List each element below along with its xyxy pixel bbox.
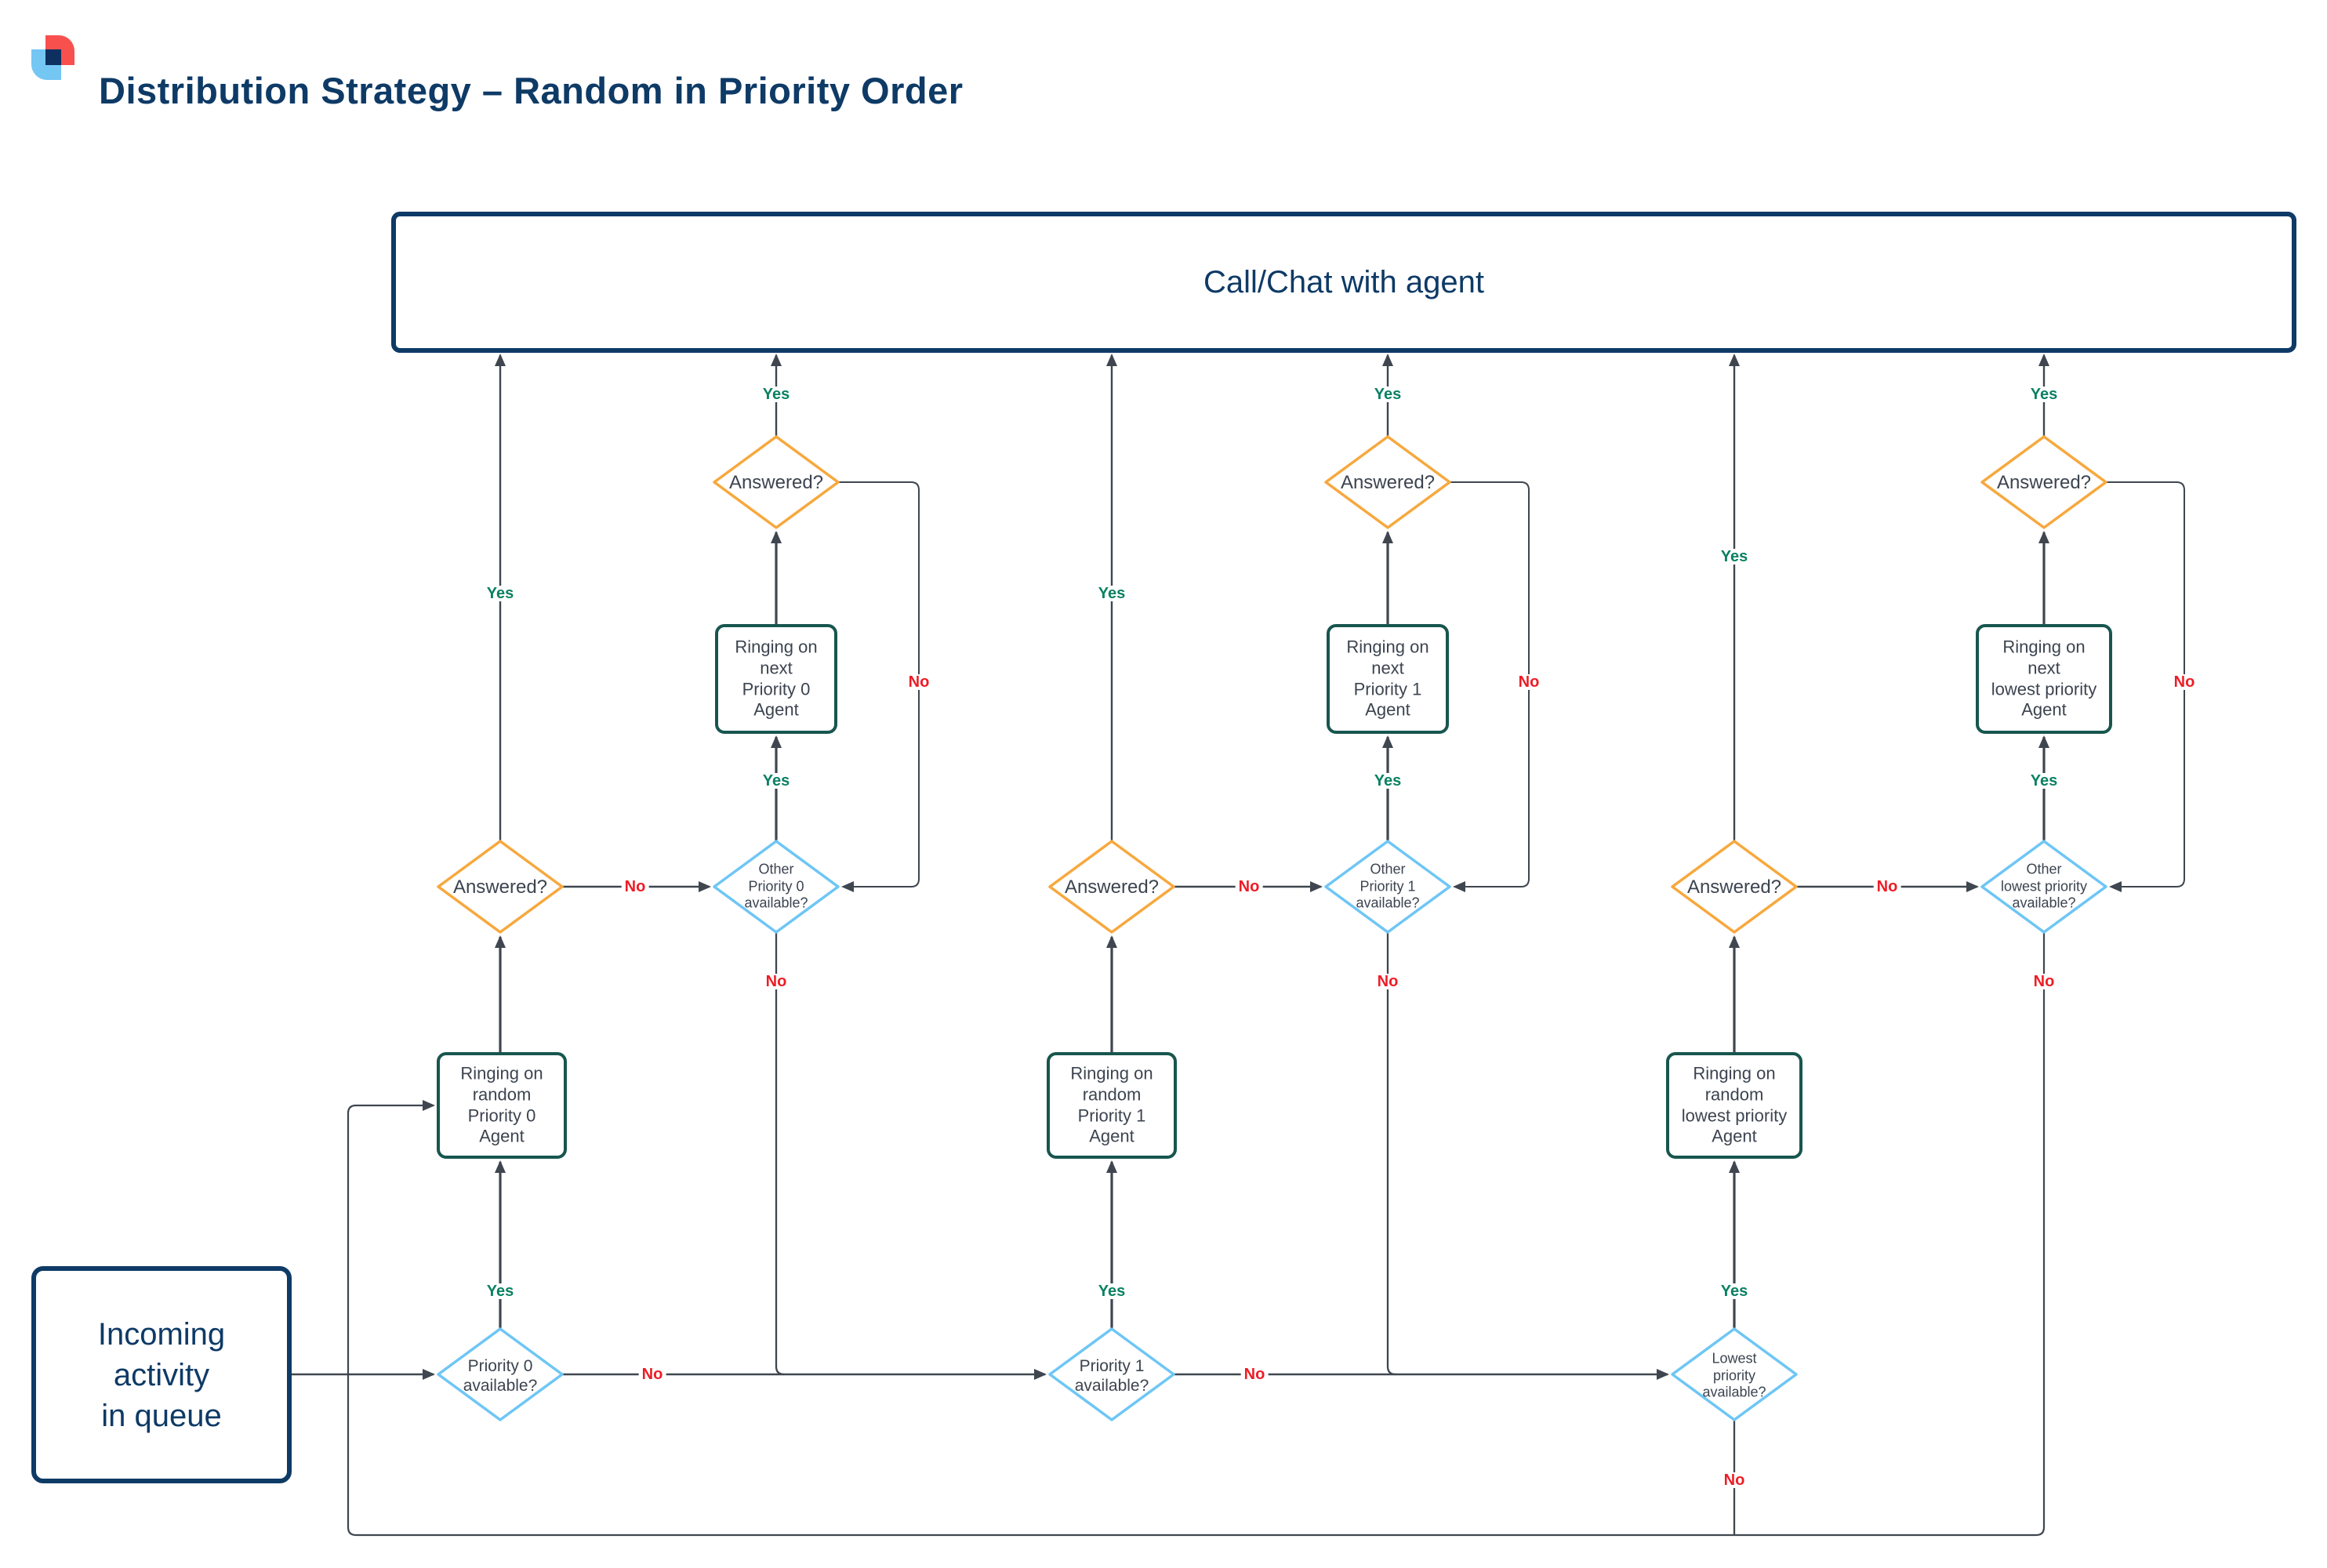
lowest-ring-next-node <box>1976 624 2112 734</box>
label-yes-p0-answered: Yes <box>483 586 517 601</box>
p1-available-label: Priority 1 available? <box>1074 1356 1149 1395</box>
label-no-p1-available: No <box>1240 1367 1269 1382</box>
p0-available-diamond <box>437 1327 564 1421</box>
label-no-p1-answered: No <box>1235 879 1263 895</box>
lowest-answered-label: Answered? <box>1686 877 1782 898</box>
p1-ring-random-label: Ringing on random Priority 1 Agent <box>1070 1063 1153 1146</box>
label-no-lowest-available: No <box>1720 1472 1748 1488</box>
call-chat-node <box>391 212 2296 353</box>
p0-answered-diamond <box>437 840 564 934</box>
label-yes-p1-answered: Yes <box>1095 586 1129 601</box>
label-no-lowest-answered-top: No <box>2170 674 2198 690</box>
label-yes-lowest-answered: Yes <box>1717 549 1752 564</box>
label-no-p0-answered: No <box>621 879 649 895</box>
label-yes-p1-other: Yes <box>1370 773 1405 789</box>
label-no-p0-other: No <box>762 974 790 989</box>
lowest-other-available-label: Other lowest priority available? <box>2000 861 2088 911</box>
p0-ring-random-label: Ringing on random Priority 0 Agent <box>460 1063 543 1146</box>
p1-other-available-label: Other Priority 1 available? <box>1356 861 1420 911</box>
p1-answered-label: Answered? <box>1064 877 1160 898</box>
p0-available-label: Priority 0 available? <box>463 1356 538 1395</box>
p1-ring-random-node <box>1047 1052 1177 1159</box>
label-yes-p0-other: Yes <box>759 773 793 789</box>
label-yes-p0-answered-top: Yes <box>759 387 793 402</box>
p0-answered-top-diamond <box>713 435 840 529</box>
lowest-available-diamond <box>1671 1327 1798 1421</box>
p0-other-available-label: Other Priority 0 available? <box>744 861 808 911</box>
brand-logo-icon <box>31 35 75 80</box>
label-yes-p1-answered-top: Yes <box>1370 387 1405 402</box>
incoming-activity-node <box>31 1266 292 1483</box>
p1-ring-next-node <box>1327 624 1449 734</box>
label-no-p0-answered-top: No <box>905 674 933 690</box>
incoming-activity-label: Incoming activity in queue <box>97 1316 226 1433</box>
p1-other-available-diamond <box>1324 840 1451 934</box>
p1-answered-diamond <box>1048 840 1175 934</box>
edge-p1-other-no-down <box>1386 932 1396 1376</box>
p0-ring-next-label: Ringing on next Priority 0 Agent <box>735 637 818 720</box>
label-yes-p1-available: Yes <box>1095 1283 1129 1299</box>
p0-ring-random-node <box>437 1052 567 1159</box>
lowest-ring-random-node <box>1666 1052 1802 1159</box>
page-title: Distribution Strategy – Random in Priori… <box>99 70 964 111</box>
p1-ring-next-label: Ringing on next Priority 1 Agent <box>1346 637 1429 720</box>
label-no-p1-other: No <box>1374 974 1402 989</box>
p0-answered-label: Answered? <box>452 877 548 898</box>
p0-other-available-diamond <box>713 840 840 934</box>
label-yes-lowest-available: Yes <box>1717 1283 1752 1299</box>
lowest-answered-top-label: Answered? <box>1996 472 2092 493</box>
p0-answered-top-label: Answered? <box>728 472 824 493</box>
label-yes-p0-available: Yes <box>483 1283 517 1299</box>
label-yes-lowest-other: Yes <box>2027 773 2061 789</box>
lowest-ring-random-label: Ringing on random lowest priority Agent <box>1681 1063 1788 1146</box>
lowest-ring-next-label: Ringing on next lowest priority Agent <box>1991 637 2097 720</box>
lowest-answered-diamond <box>1671 840 1798 934</box>
edge-feedback-loop-to-p0-ringrandom <box>347 932 2046 1537</box>
label-no-p0-available: No <box>638 1367 666 1382</box>
label-no-lowest-answered: No <box>1873 879 1901 895</box>
edge-p0-other-no-down <box>775 932 785 1376</box>
lowest-other-available-diamond <box>1980 840 2107 934</box>
call-chat-label: Call/Chat with agent <box>1203 264 1484 299</box>
label-no-lowest-other: No <box>2030 974 2058 989</box>
p1-available-diamond <box>1048 1327 1175 1421</box>
lowest-answered-top-diamond <box>1980 435 2107 529</box>
label-yes-lowest-answered-top: Yes <box>2027 387 2061 402</box>
p0-ring-next-node <box>715 624 837 734</box>
p1-answered-top-diamond <box>1324 435 1451 529</box>
logo-overlap-shape <box>45 49 61 65</box>
lowest-available-label: Lowest priority available? <box>1702 1350 1766 1400</box>
label-no-p1-answered-top: No <box>1515 674 1543 690</box>
p1-answered-top-label: Answered? <box>1340 472 1436 493</box>
